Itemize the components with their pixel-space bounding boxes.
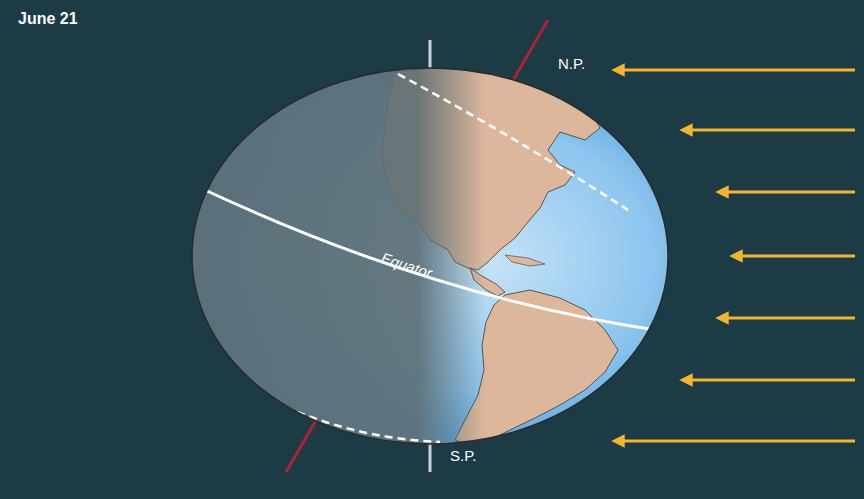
title: June 21	[18, 10, 78, 28]
pole-label: N.P.	[558, 56, 585, 73]
globe	[180, 60, 680, 460]
sun-rays	[622, 70, 855, 441]
pole-label: S.P.	[450, 448, 476, 465]
